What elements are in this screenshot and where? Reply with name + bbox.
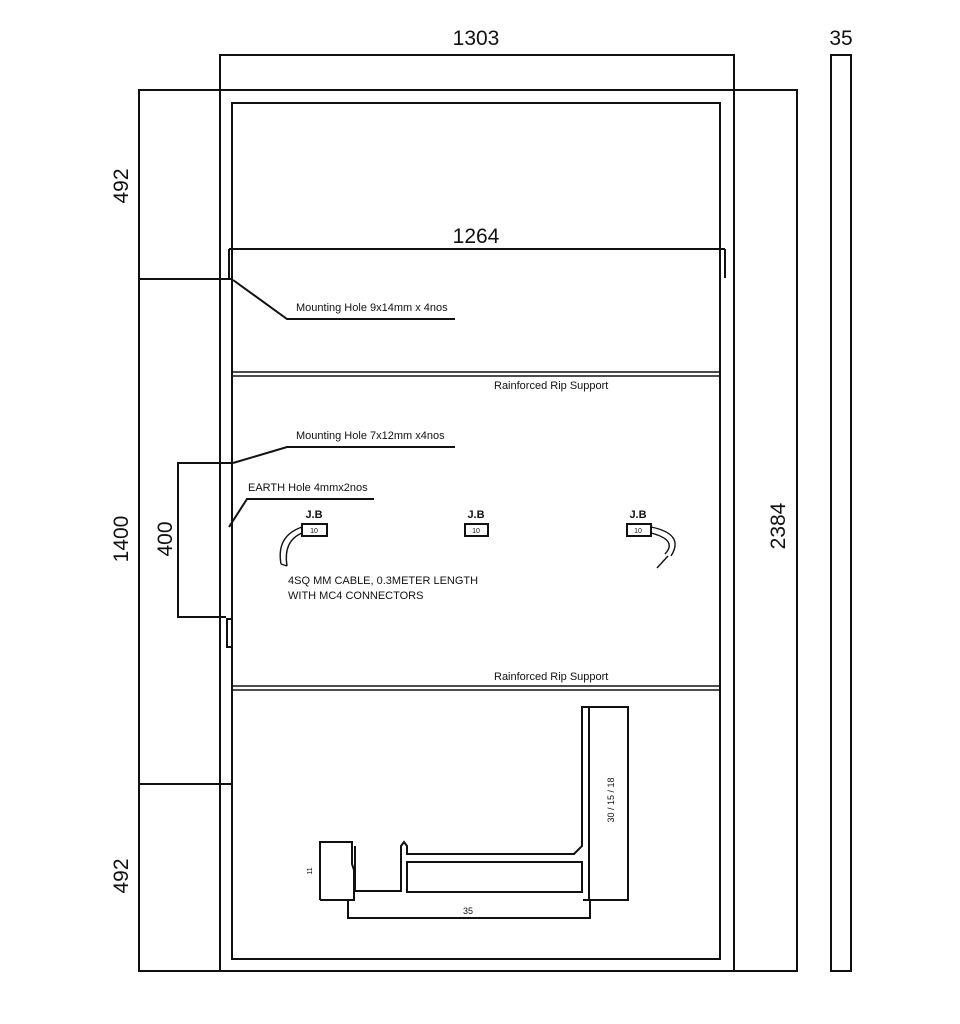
profile-body-outline [355, 706, 629, 901]
jb-label: J.B [467, 509, 484, 521]
jb-rating: 10 [634, 528, 642, 535]
frame-profile-section [319, 706, 629, 919]
hole-spacing-bracket [177, 462, 233, 618]
profile-hollow [406, 861, 583, 893]
profile-lip [319, 841, 355, 901]
middle-section-height-label: 1400 [110, 516, 133, 563]
inner-width-dimension-line [228, 248, 726, 278]
panel-inner-frame [231, 102, 721, 960]
total-height-label: 2384 [767, 502, 790, 549]
hole-spacing-label: 400 [154, 521, 177, 556]
earth-hole-label: EARTH Hole 4mmx2nos [248, 482, 368, 494]
rib-support-top-label: Rainforced Rip Support [494, 380, 608, 392]
mounting-hole-large-label: Mounting Hole 9x14mm x 4nos [296, 302, 448, 314]
jb-box [464, 523, 489, 537]
profile-width-bracket [347, 900, 591, 919]
frame-depth-label: 35 [829, 27, 852, 50]
frame-outline [138, 54, 852, 972]
rib-support-top [233, 371, 720, 377]
rib-support-bottom-label: Rainforced Rip Support [494, 671, 608, 683]
overall-height-box [138, 89, 798, 972]
junction-box-right: J.B 10 [626, 509, 652, 537]
section-dividers [139, 278, 233, 785]
profile-lip-label: 11 [307, 867, 314, 874]
jb-label: J.B [305, 509, 322, 521]
jb-rating: 10 [310, 528, 318, 535]
mounting-hole-slot [226, 618, 233, 648]
jb-box [626, 523, 652, 537]
jb-box [301, 523, 328, 537]
side-profile-bar [830, 54, 852, 972]
top-width-label: 1303 [453, 27, 500, 50]
rib-support-bottom [233, 685, 720, 691]
cable-left [279, 526, 303, 567]
bottom-section-height-label: 492 [110, 858, 133, 893]
mounting-hole-small-label: Mounting Hole 7x12mm x4nos [296, 430, 445, 442]
cable-note-line-1: 4SQ MM CABLE, 0.3METER LENGTH [288, 575, 478, 587]
jb-rating: 10 [472, 528, 480, 535]
junction-box-center: J.B 10 [464, 509, 489, 537]
earth-hole-leader [228, 498, 374, 528]
profile-width-label: 35 [463, 906, 473, 916]
cable-note-line-2: WITH MC4 CONNECTORS [288, 590, 423, 602]
mounting-hole-large-leader [232, 279, 455, 320]
junction-box-left: J.B 10 [301, 509, 328, 537]
jb-label: J.B [629, 509, 646, 521]
cable-right [650, 526, 676, 569]
profile-height-label: 30 / 15 / 18 [606, 777, 616, 822]
top-section-height-label: 492 [110, 168, 133, 203]
inner-width-label: 1264 [453, 225, 500, 248]
mounting-hole-small-leader [232, 446, 455, 464]
